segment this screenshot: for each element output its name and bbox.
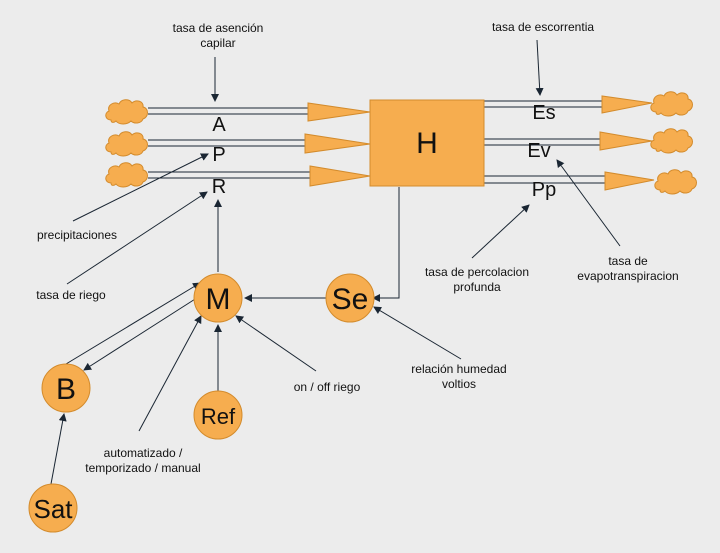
arrow-sat-to-b xyxy=(50,413,67,485)
outflow-lines xyxy=(484,100,605,184)
cloud-sink-pp-icon xyxy=(654,169,697,195)
arrow-auto-to-m xyxy=(138,315,202,432)
flow-r-label: R xyxy=(212,176,226,198)
arrow-onoff-to-m xyxy=(235,315,317,372)
note-evapo-line2: evapotranspiracion xyxy=(577,269,678,283)
flow-a-label: A xyxy=(212,114,226,136)
flow-ev-label: Ev xyxy=(527,140,550,162)
valve-es-triangle xyxy=(601,95,653,114)
node-sat-label: Sat xyxy=(33,494,73,524)
cloud-source-r-icon xyxy=(105,162,148,188)
note-riego: tasa de riego xyxy=(36,288,106,302)
note-precipitaciones: precipitaciones xyxy=(37,228,117,242)
note-evapo-line1: tasa de xyxy=(608,254,648,268)
arrow-percolacion-to-pp xyxy=(471,204,530,259)
valve-ev-triangle xyxy=(599,131,653,151)
stock-h-label: H xyxy=(416,127,438,160)
inflow-lines xyxy=(148,107,310,179)
note-asencion-line2: capilar xyxy=(200,36,235,50)
arrow-riego-to-r xyxy=(66,191,208,285)
node-b-label: B xyxy=(56,373,76,406)
cloud-source-p-icon xyxy=(105,131,148,157)
arrow-precipitaciones-to-p xyxy=(72,153,209,222)
node-sat[interactable] xyxy=(28,483,78,533)
note-humedad-line2: voltios xyxy=(442,377,476,391)
note-percolacion-line2: profunda xyxy=(453,280,501,294)
node-se-label: Se xyxy=(332,283,369,316)
flow-pp-label: Pp xyxy=(532,179,556,201)
note-humedad-line1: relación humedad xyxy=(411,362,506,376)
note-asencion-line1: tasa de asención xyxy=(173,21,264,35)
arrow-evapo-to-ev xyxy=(556,159,621,247)
valve-a-triangle xyxy=(307,102,371,122)
arrow-h-to-se xyxy=(372,187,400,302)
stock-h[interactable] xyxy=(369,99,485,187)
arrow-m-to-b xyxy=(83,293,204,371)
node-ref-label: Ref xyxy=(201,404,236,429)
cloud-sink-es-icon xyxy=(650,91,693,117)
node-ref[interactable] xyxy=(193,390,243,440)
cloud-source-a-icon xyxy=(105,99,148,125)
arrow-b-to-m xyxy=(65,282,201,365)
node-m-label: M xyxy=(206,283,231,316)
valve-r-triangle xyxy=(309,165,371,187)
cloud-sink-ev-icon xyxy=(650,128,693,154)
note-auto-line2: temporizado / manual xyxy=(85,461,200,475)
node-m[interactable] xyxy=(193,273,243,323)
note-onoff: on / off riego xyxy=(294,380,361,394)
node-b[interactable] xyxy=(41,363,91,413)
note-auto-line1: automatizado / xyxy=(104,446,183,460)
note-percolacion-line1: tasa de percolacion xyxy=(425,265,529,279)
arrow-escorrentia-to-es xyxy=(535,39,544,96)
valve-p-triangle xyxy=(304,133,371,154)
flow-es-label: Es xyxy=(532,102,555,124)
note-escorrentia: tasa de escorrentia xyxy=(492,20,594,34)
valve-pp-triangle xyxy=(604,171,655,191)
node-se[interactable] xyxy=(325,273,375,323)
arrow-humedad-to-se xyxy=(373,306,462,360)
flow-p-label: P xyxy=(212,144,225,166)
